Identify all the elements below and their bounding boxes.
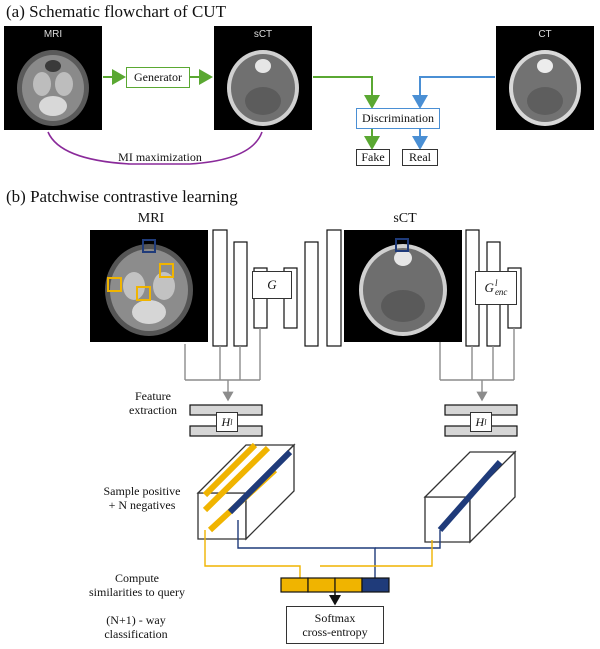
neg-sim-line-right — [320, 540, 433, 567]
fake-box: Fake — [356, 149, 390, 166]
sample-positive-label: Sample positive + N negatives — [92, 484, 192, 512]
mri-scan-label: MRI — [43, 29, 63, 40]
sample-line2: + N negatives — [108, 498, 176, 512]
sct-b-title: sCT — [393, 211, 417, 226]
ct-scan-label: CT — [538, 29, 552, 40]
sct-scan-image: sCT — [214, 26, 312, 130]
discrimination-box: Discrimination — [356, 108, 440, 129]
hl-right-sub: l — [484, 417, 487, 427]
hl-left-sub: l — [230, 417, 233, 427]
left-feature-cube — [196, 442, 296, 541]
generator-box: Generator — [126, 67, 190, 88]
mri-query-patch — [142, 239, 156, 253]
nplus1-line2: classification — [104, 627, 168, 641]
compute-line1: Compute — [115, 571, 159, 585]
mri-brain-graphic — [17, 50, 89, 126]
mri-negative-patch-3 — [136, 286, 151, 301]
feature-line1: Feature — [135, 389, 171, 403]
feature-line2: extraction — [129, 403, 177, 417]
ct-brain-graphic — [509, 50, 581, 126]
mri-b-scan-image — [90, 230, 208, 342]
genc-label: G — [484, 280, 494, 295]
sample-line1: Sample positive — [103, 484, 181, 498]
encoder-genc-box: G l enc — [475, 271, 517, 305]
softmax-box: Softmax cross-entropy — [286, 606, 384, 644]
arrow-sct-discrimination — [313, 76, 380, 109]
sct-b-scan-image — [344, 230, 462, 342]
mri-negative-patch-1 — [159, 263, 174, 278]
query-sim-line — [237, 520, 376, 578]
pos-sim-line — [375, 530, 441, 549]
softmax-line2: cross-entropy — [302, 625, 368, 639]
nplus1-classification-label: (N+1) - way classification — [84, 613, 188, 641]
mri-negative-patch-2 — [107, 277, 122, 292]
mri-scan-image: MRI — [4, 26, 102, 130]
generator-g-label: G — [267, 277, 277, 292]
genc-sup: l — [494, 278, 498, 288]
section-b-title: (b) Patchwise contrastive learning — [6, 187, 238, 206]
real-box: Real — [402, 149, 438, 166]
sct-brain-graphic — [227, 50, 299, 126]
arrow-ct-discrimination — [412, 76, 495, 109]
compute-line2: similarities to query — [89, 585, 185, 599]
nplus1-line1: (N+1) - way — [106, 613, 166, 627]
section-a-title: (a) Schematic flowchart of CUT — [6, 2, 226, 21]
hl-left-label: H — [221, 414, 231, 429]
feature-extraction-label: Feature extraction — [116, 389, 190, 417]
compute-similarities-label: Compute similarities to query — [74, 571, 200, 599]
hl-right-label: H — [475, 414, 485, 429]
neg-sim-line — [204, 530, 301, 578]
ct-scan-image: CT — [496, 26, 594, 130]
softmax-line1: Softmax — [314, 611, 356, 625]
sct-b-brain-graphic — [359, 238, 447, 336]
sct-scan-label: sCT — [253, 29, 273, 40]
mi-maximization-label: MI maximization — [118, 150, 202, 164]
mri-b-title: MRI — [137, 211, 165, 226]
logits-bar — [280, 577, 390, 593]
sct-positive-patch — [395, 238, 409, 252]
generator-g-box: G — [252, 271, 292, 299]
right-feature-cube — [423, 450, 517, 544]
genc-sub: enc — [494, 287, 508, 297]
mri-b-brain-graphic — [105, 239, 193, 336]
